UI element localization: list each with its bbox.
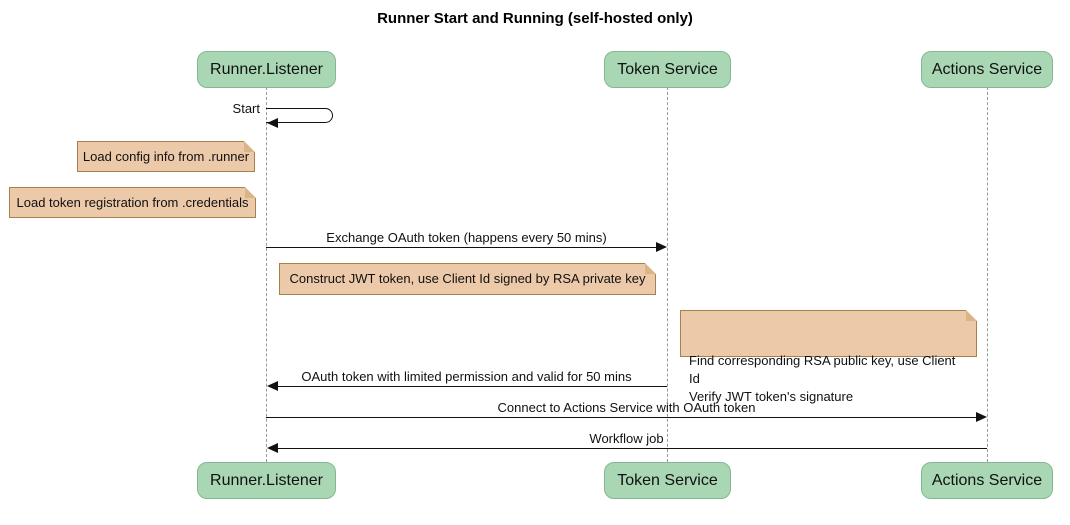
note-fold-icon (966, 310, 977, 321)
note-construct-jwt: Construct JWT token, use Client Id signe… (279, 263, 656, 295)
note-text: Construct JWT token, use Client Id signe… (289, 271, 646, 286)
message-workflow-job-line (275, 448, 987, 449)
message-workflow-job-label: Workflow job (589, 431, 664, 446)
participant-actions-service-bottom: Actions Service (921, 462, 1053, 499)
participant-label: Token Service (617, 471, 718, 489)
message-connect-actions-line (266, 417, 978, 418)
note-fold-icon (245, 187, 256, 198)
note-text: Find corresponding RSA public key, use C… (689, 353, 956, 404)
message-start-loop-line (266, 108, 333, 123)
participant-label: Runner.Listener (210, 60, 323, 78)
lifeline-actions-service (987, 87, 988, 462)
participant-label: Token Service (617, 60, 718, 78)
lifeline-runner-listener (266, 87, 267, 462)
message-exchange-oauth-label: Exchange OAuth token (happens every 50 m… (326, 230, 607, 245)
message-start-arrowhead-icon (267, 118, 278, 128)
lifeline-token-service (667, 87, 668, 462)
message-oauth-token-label: OAuth token with limited permission and … (301, 369, 632, 384)
participant-label: Actions Service (931, 471, 1043, 489)
participant-label: Actions Service (931, 60, 1043, 78)
note-fold-icon (244, 141, 255, 152)
note-text: Load config info from .runner (82, 149, 250, 164)
message-oauth-token-arrowhead-icon (267, 381, 278, 391)
note-fold-icon (645, 263, 656, 274)
participant-token-service-bottom: Token Service (604, 462, 731, 499)
message-start-label: Start (232, 101, 260, 116)
participant-runner-listener-bottom: Runner.Listener (197, 462, 336, 499)
note-text: Load token registration from .credential… (16, 195, 249, 210)
diagram-title: Runner Start and Running (self-hosted on… (377, 10, 693, 27)
participant-runner-listener-top: Runner.Listener (197, 51, 336, 88)
note-load-config: Load config info from .runner (77, 141, 255, 172)
message-exchange-oauth-line (266, 247, 658, 248)
message-connect-actions-arrowhead-icon (976, 412, 987, 422)
message-connect-actions-label: Connect to Actions Service with OAuth to… (497, 400, 756, 415)
note-load-token-registration: Load token registration from .credential… (9, 187, 256, 218)
participant-label: Runner.Listener (210, 471, 323, 489)
message-oauth-token-line (275, 386, 667, 387)
participant-actions-service-top: Actions Service (921, 51, 1053, 88)
note-find-rsa-public-key: Find corresponding RSA public key, use C… (680, 310, 977, 404)
message-exchange-oauth-arrowhead-icon (656, 242, 667, 252)
message-workflow-job-arrowhead-icon (267, 443, 278, 453)
participant-token-service-top: Token Service (604, 51, 731, 88)
